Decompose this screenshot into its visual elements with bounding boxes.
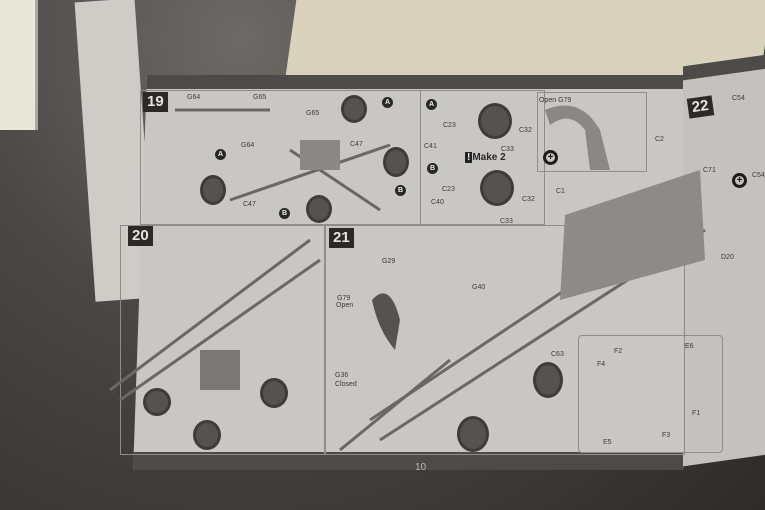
wheel	[193, 420, 221, 450]
part-label: G65	[306, 110, 320, 117]
step-number-19: 19	[143, 92, 168, 112]
part-label: Closed	[335, 381, 357, 388]
callout-a: A	[215, 149, 226, 160]
part-label: C71	[703, 167, 716, 174]
part-label: C54	[732, 95, 745, 102]
part-label: G65	[253, 94, 267, 101]
part-label: G40	[472, 284, 486, 291]
part-label: C40	[431, 199, 444, 206]
wheel	[143, 388, 171, 416]
part-label: C32	[519, 127, 532, 134]
part-label: G79	[337, 295, 351, 302]
part-label: C2	[655, 136, 664, 143]
part-label: Open	[336, 302, 354, 309]
step-21-fender-detail	[578, 335, 723, 453]
wheel	[383, 147, 409, 177]
part-label: G64	[187, 94, 201, 101]
part-label: C33	[500, 218, 513, 225]
part-label: C1	[556, 188, 565, 195]
page-number: 10	[415, 462, 427, 473]
part-label: C63	[551, 351, 564, 358]
wheel	[480, 170, 514, 206]
part-label: G36	[335, 372, 349, 379]
step-21-panel	[325, 225, 685, 455]
part-label: F4	[597, 361, 606, 368]
callout-b: B	[279, 208, 290, 219]
callout-a: A	[382, 97, 393, 108]
wheel	[478, 103, 512, 139]
part-label: C32	[522, 196, 535, 203]
step-20-panel	[120, 225, 325, 455]
kit-box-edge	[0, 0, 38, 130]
part-label: E5	[603, 439, 612, 446]
callout-b: B	[427, 163, 438, 174]
part-label: E6	[685, 343, 694, 350]
part-label: G64	[241, 142, 255, 149]
step-21-detail-open	[537, 92, 647, 172]
part-label: D20	[721, 254, 734, 261]
wheel	[341, 95, 367, 123]
wheel	[306, 195, 332, 223]
wheel	[200, 175, 226, 205]
warning-icon: !	[465, 152, 473, 163]
part-label: C54	[752, 172, 765, 179]
part-label: C33	[501, 146, 514, 153]
step-number-20: 20	[128, 226, 153, 246]
part-label: C47	[350, 141, 363, 148]
part-label: C47	[243, 201, 256, 208]
callout-a: A	[426, 99, 437, 110]
part-label: F1	[692, 410, 701, 417]
part-label: C23	[443, 122, 456, 129]
step-number-21: 21	[329, 228, 354, 248]
wheel	[533, 362, 563, 398]
detail-caption: Open G79	[539, 97, 572, 104]
part-label: C41	[424, 143, 437, 150]
callout-b: B	[395, 185, 406, 196]
part-label: F3	[662, 432, 671, 439]
wheel	[457, 416, 489, 452]
magnify-plus-icon: +	[543, 150, 558, 165]
magnify-plus-icon: +	[732, 173, 747, 188]
part-label: C23	[442, 186, 455, 193]
wheel	[260, 378, 288, 408]
make-2-note: !Make 2	[465, 152, 506, 163]
part-label: G29	[382, 258, 396, 265]
part-label: F2	[614, 348, 623, 355]
